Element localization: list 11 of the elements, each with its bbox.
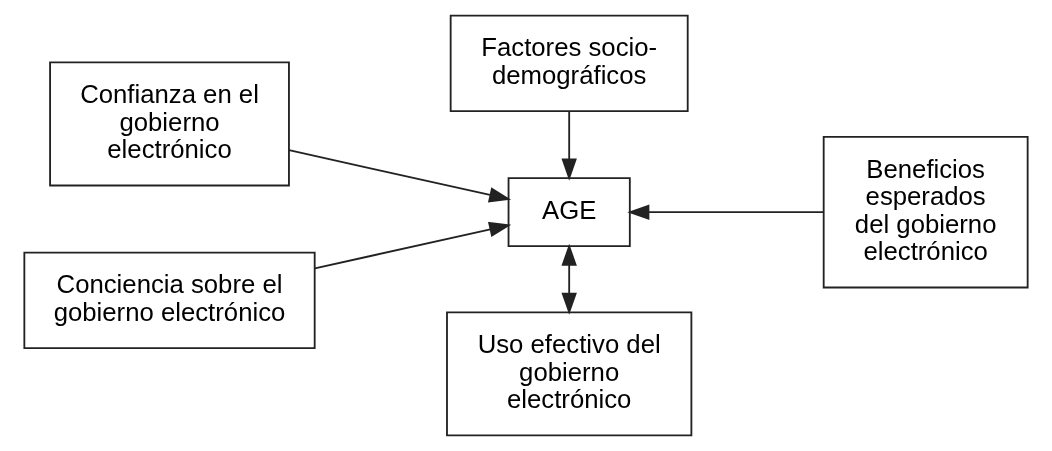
node-box: Uso efectivo del gobierno electrónico [446, 311, 693, 437]
arrow [313, 221, 512, 270]
node-box: AGE [507, 177, 631, 248]
arrow [627, 204, 824, 220]
node-box: Conciencia sobre el gobierno electrónico [23, 251, 316, 350]
node-box: Beneficios esperados del gobierno electrónico [822, 135, 1029, 289]
arrow [288, 149, 512, 203]
node-box: Factores socio-demográficos [449, 14, 689, 113]
node-box: Confianza en el gobierno electrónico [49, 61, 290, 187]
arrow [561, 110, 577, 181]
arrow [561, 243, 577, 315]
